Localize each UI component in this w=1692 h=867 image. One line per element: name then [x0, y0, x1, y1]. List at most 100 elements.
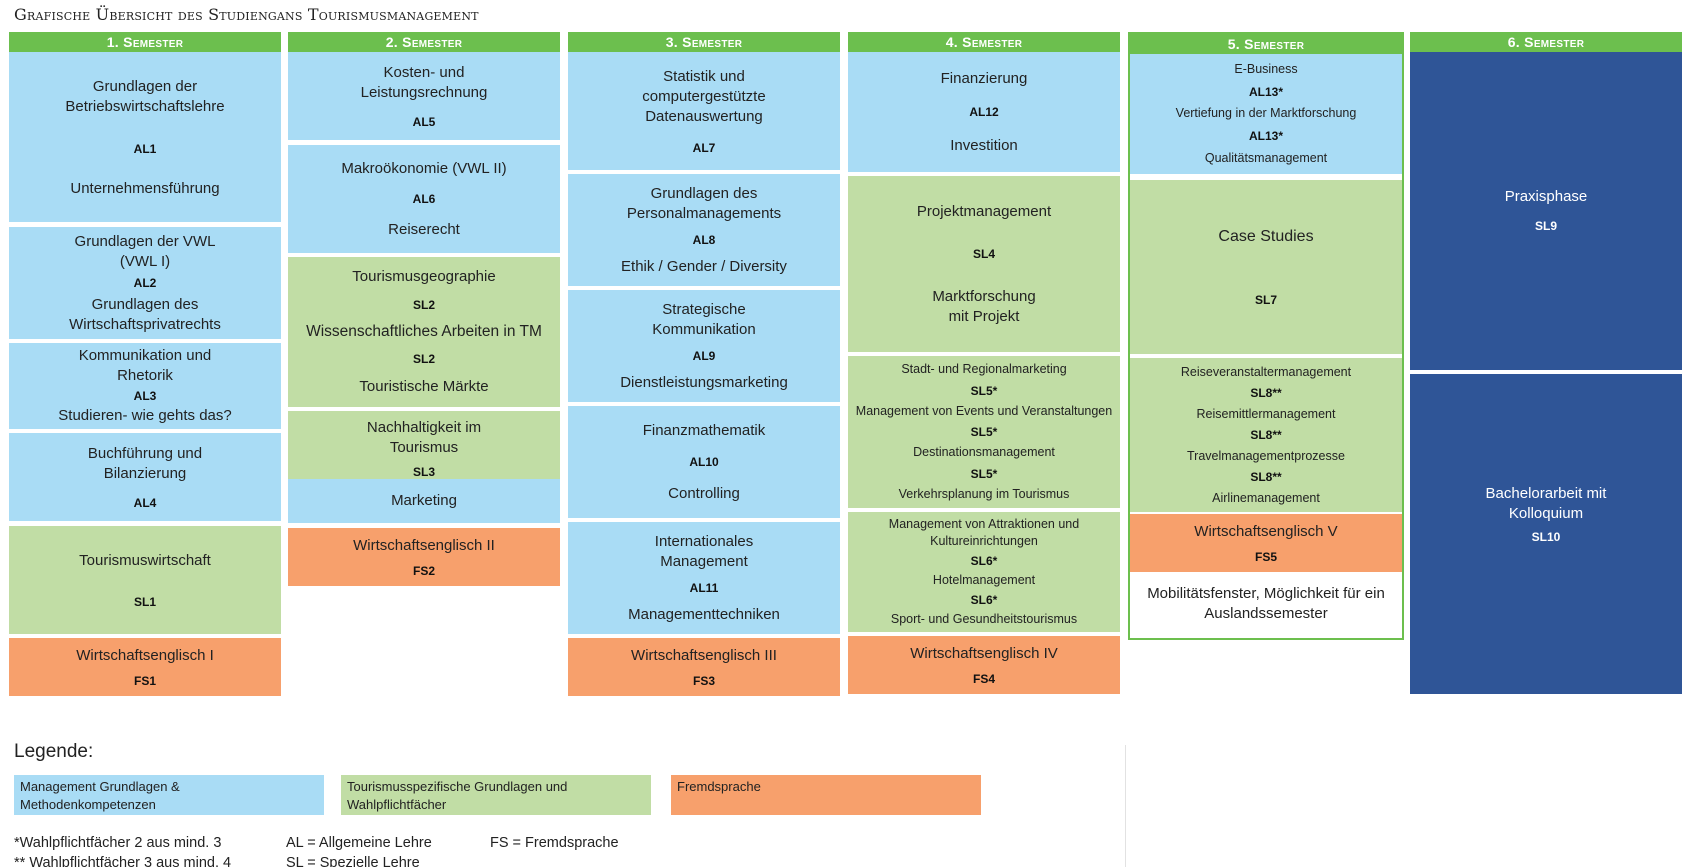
- module-title: Hotelmanagement: [932, 573, 1036, 587]
- module-code: AL1: [9, 142, 281, 156]
- module-title: Wirtschaftsenglisch II: [353, 537, 495, 554]
- legend-management: Management Grundlagen & Methodenkompeten…: [14, 775, 324, 815]
- module-code: AL5: [412, 114, 436, 129]
- module-title: Internationales Management: [654, 532, 754, 570]
- module-sl8: Reiseveranstaltermanagement SL8** Reisem…: [1130, 358, 1402, 512]
- module-title: Airlinemanagement: [1212, 490, 1320, 505]
- module-title: Reiserecht: [388, 220, 460, 238]
- module-al10: Finanzmathematik AL10 Controlling: [568, 406, 840, 518]
- module-code: SL5*: [970, 425, 998, 439]
- divider: [1125, 745, 1126, 867]
- module-title: Grundlagen des Wirtschaftsprivatrechts: [69, 295, 221, 333]
- module-code-label: AL1: [133, 142, 157, 156]
- module-code: SL7: [1254, 293, 1277, 308]
- legend-note-fs: FS = Fremdsprache: [490, 835, 619, 851]
- module-title: Touristische Märkte: [359, 377, 489, 395]
- module-sl5: Stadt- und Regionalmarketing SL5* Manage…: [848, 356, 1120, 508]
- module-title: Mobilitätsfenster, Möglichkeit für ein A…: [1147, 585, 1385, 622]
- module-title: Vertiefung in der Marktforschung: [1175, 106, 1357, 121]
- module-title: Strategische Kommunikation: [652, 300, 756, 338]
- module-code: AL3: [133, 389, 157, 403]
- legend-tourism: Tourismusspezifische Grundlagen und Wahl…: [341, 775, 651, 815]
- module-code: AL4: [133, 495, 157, 510]
- module-al11: Internationales Management AL11 Manageme…: [568, 522, 840, 634]
- module-code-label: SL3: [412, 465, 435, 479]
- module-al12: Finanzierung AL12 Investition: [848, 52, 1120, 172]
- semester-1-column: 1. Semester Grundlagen der Betriebswirts…: [9, 32, 281, 696]
- module-title: Wirtschaftsenglisch I: [76, 647, 214, 664]
- module-title: Bachelorarbeit mit Kolloquium: [1485, 485, 1607, 522]
- module-title: Qualitätsmanagement: [1204, 151, 1328, 166]
- module-title: Praxisphase: [1504, 188, 1588, 205]
- module-sl2: Tourismusgeographie SL2 Wissenschaftlich…: [288, 257, 560, 407]
- module-title: Unternehmensführung: [70, 180, 220, 197]
- module-al1: Grundlagen der Betriebswirtschaftslehre: [9, 52, 281, 142]
- module-title: Management von Events und Veranstaltunge…: [855, 403, 1113, 418]
- module-code: SL3: [288, 465, 560, 479]
- semester-5-column: 5. Semester E-Business AL13* Vertiefung …: [1128, 32, 1404, 640]
- module-title: Reiseveranstaltermanagement: [1180, 364, 1352, 379]
- module-al1-second: Unternehmensführung: [9, 156, 281, 222]
- module-title: Case Studies: [1218, 227, 1314, 245]
- module-title: Tourismusgeographie: [352, 268, 496, 286]
- module-code: FS3: [692, 674, 715, 688]
- module-sl3: Nachhaltigkeit im Tourismus: [288, 411, 560, 465]
- module-al6: Makroökonomie (VWL II) AL6 Reiserecht: [288, 145, 560, 253]
- module-al5: Kosten- und Leistungsrechnung AL5: [288, 52, 560, 140]
- module-code: SL2: [412, 297, 435, 312]
- semester-6-column: 6. Semester Praxisphase SL9 Bachelorarbe…: [1410, 32, 1682, 694]
- module-code: AL13*: [1248, 84, 1283, 99]
- module-code: AL12: [969, 105, 999, 119]
- module-code: AL9: [692, 349, 716, 363]
- module-code: FS4: [972, 672, 995, 686]
- module-title: Kommunikation und Rhetorik: [78, 347, 212, 384]
- module-title: Grundlagen der Betriebswirtschaftslehre: [65, 78, 225, 115]
- module-title: E-Business: [1234, 61, 1298, 76]
- module-title: Wissenschaftliches Arbeiten in TM: [306, 322, 542, 340]
- module-sl6: Management von Attraktionen und Kulturei…: [848, 512, 1120, 632]
- module-code: AL10: [689, 455, 719, 469]
- module-sl9: Praxisphase SL9: [1410, 52, 1682, 370]
- semester-4-column: 4. Semester Finanzierung AL12 Investitio…: [848, 32, 1120, 694]
- module-sl10: Bachelorarbeit mit Kolloquium SL10: [1410, 374, 1682, 694]
- module-code: SL5*: [970, 466, 998, 481]
- module-al3: Kommunikation und Rhetorik AL3 Studieren…: [9, 343, 281, 429]
- module-fs4: Wirtschaftsenglisch IV FS4: [848, 636, 1120, 694]
- module-title: Finanzierung: [940, 69, 1028, 87]
- module-title: Marktforschung mit Projekt: [932, 287, 1036, 325]
- module-title: Managementtechniken: [628, 605, 780, 623]
- legend-title: Legende:: [14, 741, 94, 762]
- module-title: Management von Attraktionen und Kulturei…: [888, 517, 1080, 548]
- page-title: Grafische Übersicht des Studiengans Tour…: [14, 5, 479, 24]
- module-code: SL8**: [1250, 470, 1282, 484]
- module-title: Makroökonomie (VWL II): [341, 159, 507, 177]
- module-code: AL13*: [1248, 129, 1283, 144]
- module-code: AL2: [133, 276, 157, 290]
- module-title: Finanzmathematik: [642, 421, 766, 439]
- semester-6-header: 6. Semester: [1410, 32, 1682, 52]
- module-code: AL8: [692, 233, 716, 247]
- module-al2: Grundlagen der VWL (VWL I) AL2 Grundlage…: [9, 227, 281, 339]
- module-code: SL10: [1531, 530, 1561, 544]
- module-title: Travelmanagementprozesse: [1187, 448, 1345, 463]
- module-sl7: Case Studies SL7: [1130, 180, 1402, 354]
- module-title: Grundlagen der VWL (VWL I): [74, 232, 216, 270]
- legend-note-sl: SL = Spezielle Lehre: [286, 855, 420, 867]
- module-fs1: Wirtschaftsenglisch I FS1: [9, 638, 281, 696]
- module-al8: Grundlagen des Personalmanagements AL8 E…: [568, 174, 840, 286]
- legend-language: Fremdsprache: [671, 775, 981, 815]
- semester-1-header: 1. Semester: [9, 32, 281, 52]
- module-title: Wirtschaftsenglisch IV: [910, 645, 1058, 662]
- module-title: Studieren- wie gehts das?: [58, 407, 232, 424]
- module-code: SL6*: [970, 554, 998, 568]
- module-title: Dienstleistungsmarketing: [620, 373, 788, 391]
- module-code: SL1: [133, 595, 156, 610]
- legend-note-al: AL = Allgemeine Lehre: [286, 835, 432, 851]
- module-title: Kosten- und Leistungsrechnung: [360, 64, 488, 102]
- module-title: Investition: [950, 136, 1018, 154]
- module-code: SL6*: [970, 593, 998, 607]
- module-code: AL6: [412, 192, 436, 206]
- semester-4-header: 4. Semester: [848, 32, 1120, 52]
- module-title: Marketing: [391, 492, 457, 509]
- module-code: SL5*: [970, 383, 998, 398]
